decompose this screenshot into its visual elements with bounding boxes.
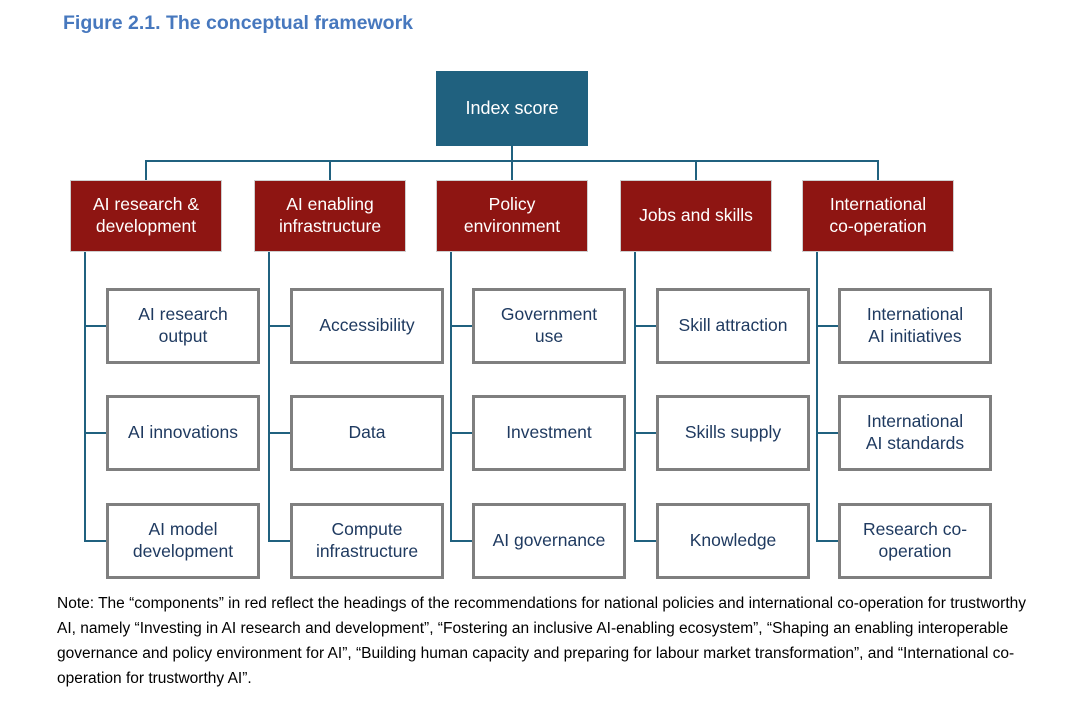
figure-title: Figure 2.1. The conceptual framework [63, 12, 414, 34]
sub-box-government-use: Government use [472, 288, 626, 364]
sub-box-compute-infrastructure: Compute infrastructure [290, 503, 444, 579]
index-score-label: Index score [465, 98, 559, 118]
connector-elbow [268, 325, 292, 327]
pillar-box-ai-enabling-infrastructure: AI enabling infrastructure [254, 180, 406, 252]
connector-elbow [268, 432, 292, 434]
connector-elbow [450, 540, 474, 542]
pillar-column-ai-research-development: AI research & development AI research ou… [70, 180, 262, 582]
sub-label: Investment [506, 422, 592, 443]
pillar-label: Policy environment [463, 194, 561, 236]
connector-elbow [268, 540, 292, 542]
sub-box-skills-supply: Skills supply [656, 395, 810, 471]
connector-elbow [450, 325, 474, 327]
sub-box-ai-innovations: AI innovations [106, 395, 260, 471]
pillar-column-policy-environment: Policy environment Government use Invest… [436, 180, 628, 582]
sub-label: Compute infrastructure [315, 519, 419, 561]
sub-label: Accessibility [319, 315, 415, 336]
connector-elbow [634, 325, 658, 327]
connector-elbow [816, 540, 840, 542]
connector-elbow [816, 325, 840, 327]
sub-box-knowledge: Knowledge [656, 503, 810, 579]
pillar-column-international-co-operation: International co-operation International… [802, 180, 994, 582]
connector-trunk [816, 252, 818, 542]
sub-box-skill-attraction: Skill attraction [656, 288, 810, 364]
connector-elbow [84, 432, 108, 434]
connector-stub [145, 160, 147, 180]
sub-box-ai-governance: AI governance [472, 503, 626, 579]
sub-label: International AI standards [865, 411, 965, 453]
sub-box-research-co-operation: Research co- operation [838, 503, 992, 579]
index-score-box: Index score [436, 71, 588, 146]
sub-label: Knowledge [689, 530, 777, 551]
sub-label: AI governance [492, 530, 606, 551]
connector-trunk [268, 252, 270, 542]
pillar-label: International co-operation [829, 194, 927, 236]
pillar-box-jobs-and-skills: Jobs and skills [620, 180, 772, 252]
sub-label: AI innovations [128, 422, 238, 443]
sub-box-international-ai-initiatives: International AI initiatives [838, 288, 992, 364]
sub-label: Government use [500, 304, 598, 346]
connector-trunk [450, 252, 452, 542]
connector-stub [695, 160, 697, 180]
pillar-label: Jobs and skills [639, 205, 753, 226]
connector-elbow [450, 432, 474, 434]
connector-stub [877, 160, 879, 180]
sub-box-accessibility: Accessibility [290, 288, 444, 364]
sub-label: AI research output [138, 304, 228, 346]
connector-stub [511, 160, 513, 180]
connector-elbow [634, 540, 658, 542]
sub-box-ai-model-development: AI model development [106, 503, 260, 579]
sub-label: AI model development [132, 519, 234, 561]
sub-box-ai-research-output: AI research output [106, 288, 260, 364]
figure-note: Note: The “components” in red reflect th… [57, 595, 1026, 687]
sub-label: International AI initiatives [866, 304, 964, 346]
sub-box-data: Data [290, 395, 444, 471]
connector-elbow [84, 540, 108, 542]
sub-label: Research co- operation [862, 519, 968, 561]
pillar-column-jobs-and-skills: Jobs and skills Skill attraction Skills … [620, 180, 812, 582]
connector-trunk [634, 252, 636, 542]
sub-label: Skill attraction [678, 315, 788, 336]
sub-box-investment: Investment [472, 395, 626, 471]
pillar-box-international-co-operation: International co-operation [802, 180, 954, 252]
connector-root-stem [511, 146, 513, 161]
connector-stub [329, 160, 331, 180]
connector-trunk [84, 252, 86, 542]
pillar-column-ai-enabling-infrastructure: AI enabling infrastructure Accessibility… [254, 180, 446, 582]
connector-elbow [634, 432, 658, 434]
sub-label: Data [348, 422, 386, 443]
pillar-label: AI enabling infrastructure [278, 194, 382, 236]
sub-label: Skills supply [684, 422, 782, 443]
pillar-box-policy-environment: Policy environment [436, 180, 588, 252]
sub-box-international-ai-standards: International AI standards [838, 395, 992, 471]
connector-elbow [816, 432, 840, 434]
pillar-label: AI research & development [92, 194, 200, 236]
connector-elbow [84, 325, 108, 327]
pillar-box-ai-research-development: AI research & development [70, 180, 222, 252]
